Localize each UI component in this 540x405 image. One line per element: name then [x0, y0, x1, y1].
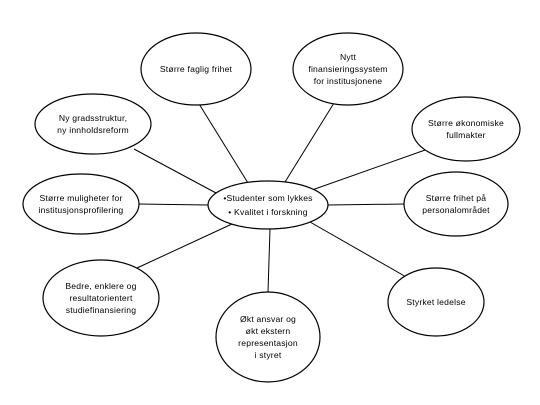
label-okonomiske-fullmakter-line-1: Større økonomiske	[428, 118, 504, 128]
center-ellipse: •Studenter som lykkes • Kvalitet i forsk…	[207, 180, 329, 230]
node-studiefinansiering: Bedre, enklere og resultatorientert studie…	[42, 259, 160, 337]
ellipse-ledelse	[387, 267, 485, 337]
label-studiefinansiering-line-1: Bedre, enklere og	[65, 281, 136, 291]
label-finansieringssystem-line-1: Nytt	[340, 52, 356, 62]
ellipse-studiefinansiering	[42, 259, 160, 337]
ellipse-personalomradet	[403, 171, 509, 237]
node-okonomiske-fullmakter: Større økonomiske fullmakter	[411, 96, 521, 162]
ellipse-finansieringssystem	[292, 32, 404, 106]
connector-ledelse	[309, 221, 409, 279]
ellipse-ansvar	[215, 291, 321, 383]
label-finansieringssystem-line-2: finansieringssystem	[308, 64, 387, 74]
center-line-2: • Kvalitet i forskning	[228, 207, 308, 217]
label-personalomradet-line-2: personalområdet	[422, 205, 490, 215]
connector-lines	[133, 98, 429, 293]
node-gradsstruktur: Ny gradsstruktur, ny innholdsreform	[34, 93, 152, 155]
outer-ellipses: Større faglig frihet Nytt finansieringssys…	[22, 32, 521, 383]
label-institusjonsprofilering-line-1: Større muligheter for	[40, 193, 123, 203]
label-ansvar-line-2: økt ekstern	[246, 326, 291, 336]
connector-finansieringssystem	[284, 102, 335, 183]
label-gradsstruktur-line-2: ny innholdsreform	[57, 125, 129, 135]
connector-ansvar	[267, 228, 271, 293]
label-studiefinansiering-line-3: studiefinansiering	[66, 305, 137, 315]
label-okonomiske-fullmakter-line-2: fullmakter	[446, 130, 485, 140]
connector-okonomiske-fullmakter	[311, 148, 429, 191]
ellipse-faglig-frihet	[140, 32, 252, 106]
connector-gradsstruktur	[133, 148, 217, 194]
connector-faglig-frihet	[195, 98, 249, 184]
center-line-1: •Studenter som lykkes	[223, 193, 312, 203]
connector-institusjonsprofilering	[137, 203, 209, 206]
node-ansvar: Økt ansvar og økt ekstern representasjon i …	[215, 291, 321, 383]
ellipse-gradsstruktur	[34, 93, 152, 155]
label-institusjonsprofilering-line-2: institusjonsprofilering	[39, 205, 124, 215]
label-faglig-frihet-line-1: Større faglig frihet	[160, 64, 233, 74]
node-faglig-frihet: Større faglig frihet	[140, 32, 252, 106]
label-studiefinansiering-line-2: resultatorientert	[69, 293, 133, 303]
node-personalomradet: Større frihet på personalområdet	[403, 171, 509, 237]
label-ledelse-line-1: Styrket ledelse	[406, 297, 465, 307]
label-ansvar-line-4: i styret	[255, 350, 282, 360]
node-ledelse: Styrket ledelse	[387, 267, 485, 337]
label-personalomradet-line-1: Større frihet på	[426, 193, 487, 203]
label-ansvar-line-3: representasjon	[238, 338, 298, 348]
ellipse-okonomiske-fullmakter	[411, 96, 521, 162]
ellipse-institusjonsprofilering	[22, 173, 140, 235]
label-gradsstruktur-line-1: Ny gradsstruktur,	[59, 113, 127, 123]
label-finansieringssystem-line-3: for institusjonene	[314, 76, 383, 86]
node-finansieringssystem: Nytt finansieringssystem for institusjonen…	[292, 32, 404, 106]
connector-studiefinansiering	[136, 223, 233, 269]
node-institusjonsprofilering: Større muligheter for institusjonsprofile…	[22, 173, 140, 235]
label-ansvar-line-1: Økt ansvar og	[240, 314, 296, 324]
connector-personalomradet	[327, 203, 407, 206]
